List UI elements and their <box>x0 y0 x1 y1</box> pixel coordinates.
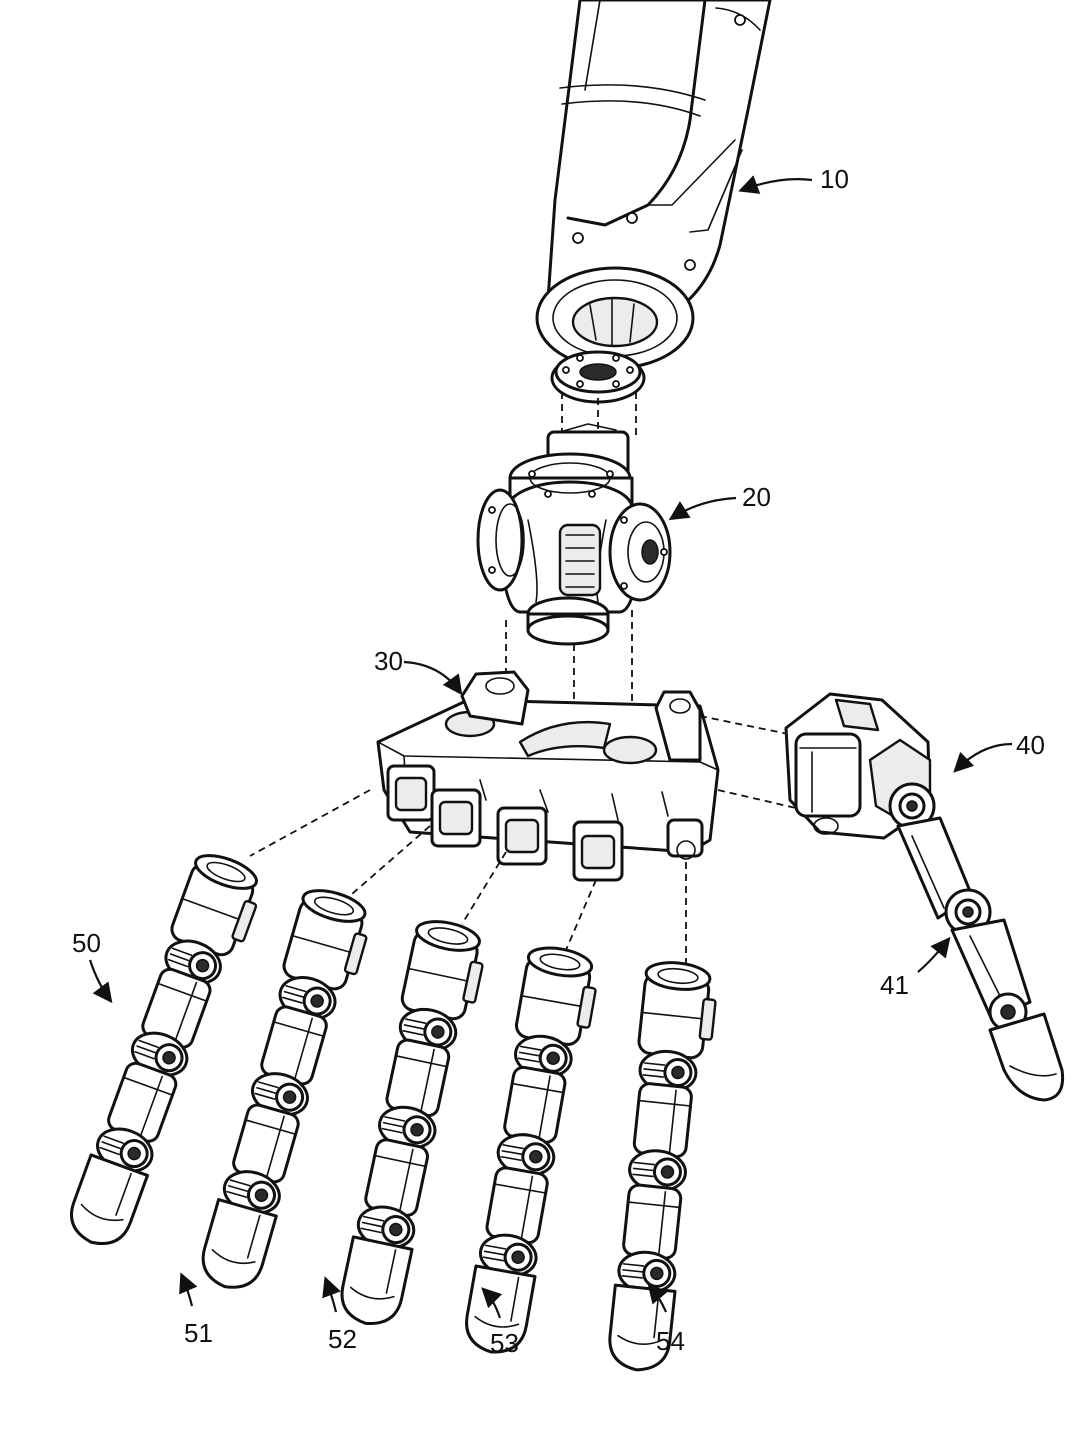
label-finger-53: 53 <box>490 1328 519 1358</box>
wrist-module <box>476 423 672 646</box>
label-finger-50: 50 <box>72 928 101 958</box>
palm-frame <box>376 670 720 882</box>
label-finger-54: 54 <box>656 1326 685 1356</box>
finger-module-53 <box>460 942 604 1359</box>
label-finger-51: 51 <box>184 1318 213 1348</box>
thumb-assembly <box>784 692 1065 1102</box>
label-arm: 10 <box>820 164 849 194</box>
alignment-lines-palm-fingers <box>249 715 799 966</box>
robot-arm <box>535 0 772 404</box>
label-palm: 30 <box>374 646 403 676</box>
reference-numerals: 10 20 30 40 41 50 51 52 53 54 <box>72 164 1045 1358</box>
label-wrist: 20 <box>742 482 771 512</box>
leader-arrows <box>88 175 1013 1319</box>
label-thumb: 40 <box>1016 730 1045 760</box>
finger-module-52 <box>334 915 492 1332</box>
finger-module-54 <box>605 958 721 1375</box>
label-finger-52: 52 <box>328 1324 357 1354</box>
alignment-lines-wrist-palm <box>505 610 633 722</box>
label-thumb-joint: 41 <box>880 970 909 1000</box>
